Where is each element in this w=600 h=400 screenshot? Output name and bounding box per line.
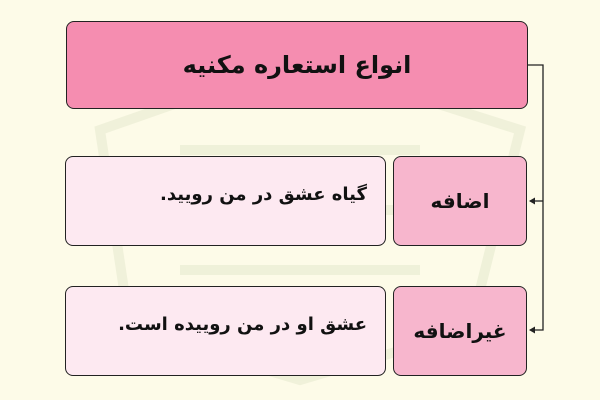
category-label: غیراضافه <box>413 319 507 343</box>
example-box-izafe: گیاه عشق در من رویید. <box>65 156 386 246</box>
example-text: عشق او در من روییده است. <box>118 313 367 335</box>
diagram-title: انواع استعاره مکنیه <box>182 51 412 79</box>
arrow-head-1 <box>529 197 535 205</box>
arrow-head-2 <box>529 326 535 334</box>
category-box-non-izafe: غیراضافه <box>393 286 527 376</box>
example-box-non-izafe: عشق او در من روییده است. <box>65 286 386 376</box>
title-box: انواع استعاره مکنیه <box>66 21 528 109</box>
example-text: گیاه عشق در من رویید. <box>160 183 367 205</box>
connector-trunk <box>528 64 544 331</box>
category-box-izafe: اضافه <box>393 156 527 246</box>
category-label: اضافه <box>430 189 490 213</box>
